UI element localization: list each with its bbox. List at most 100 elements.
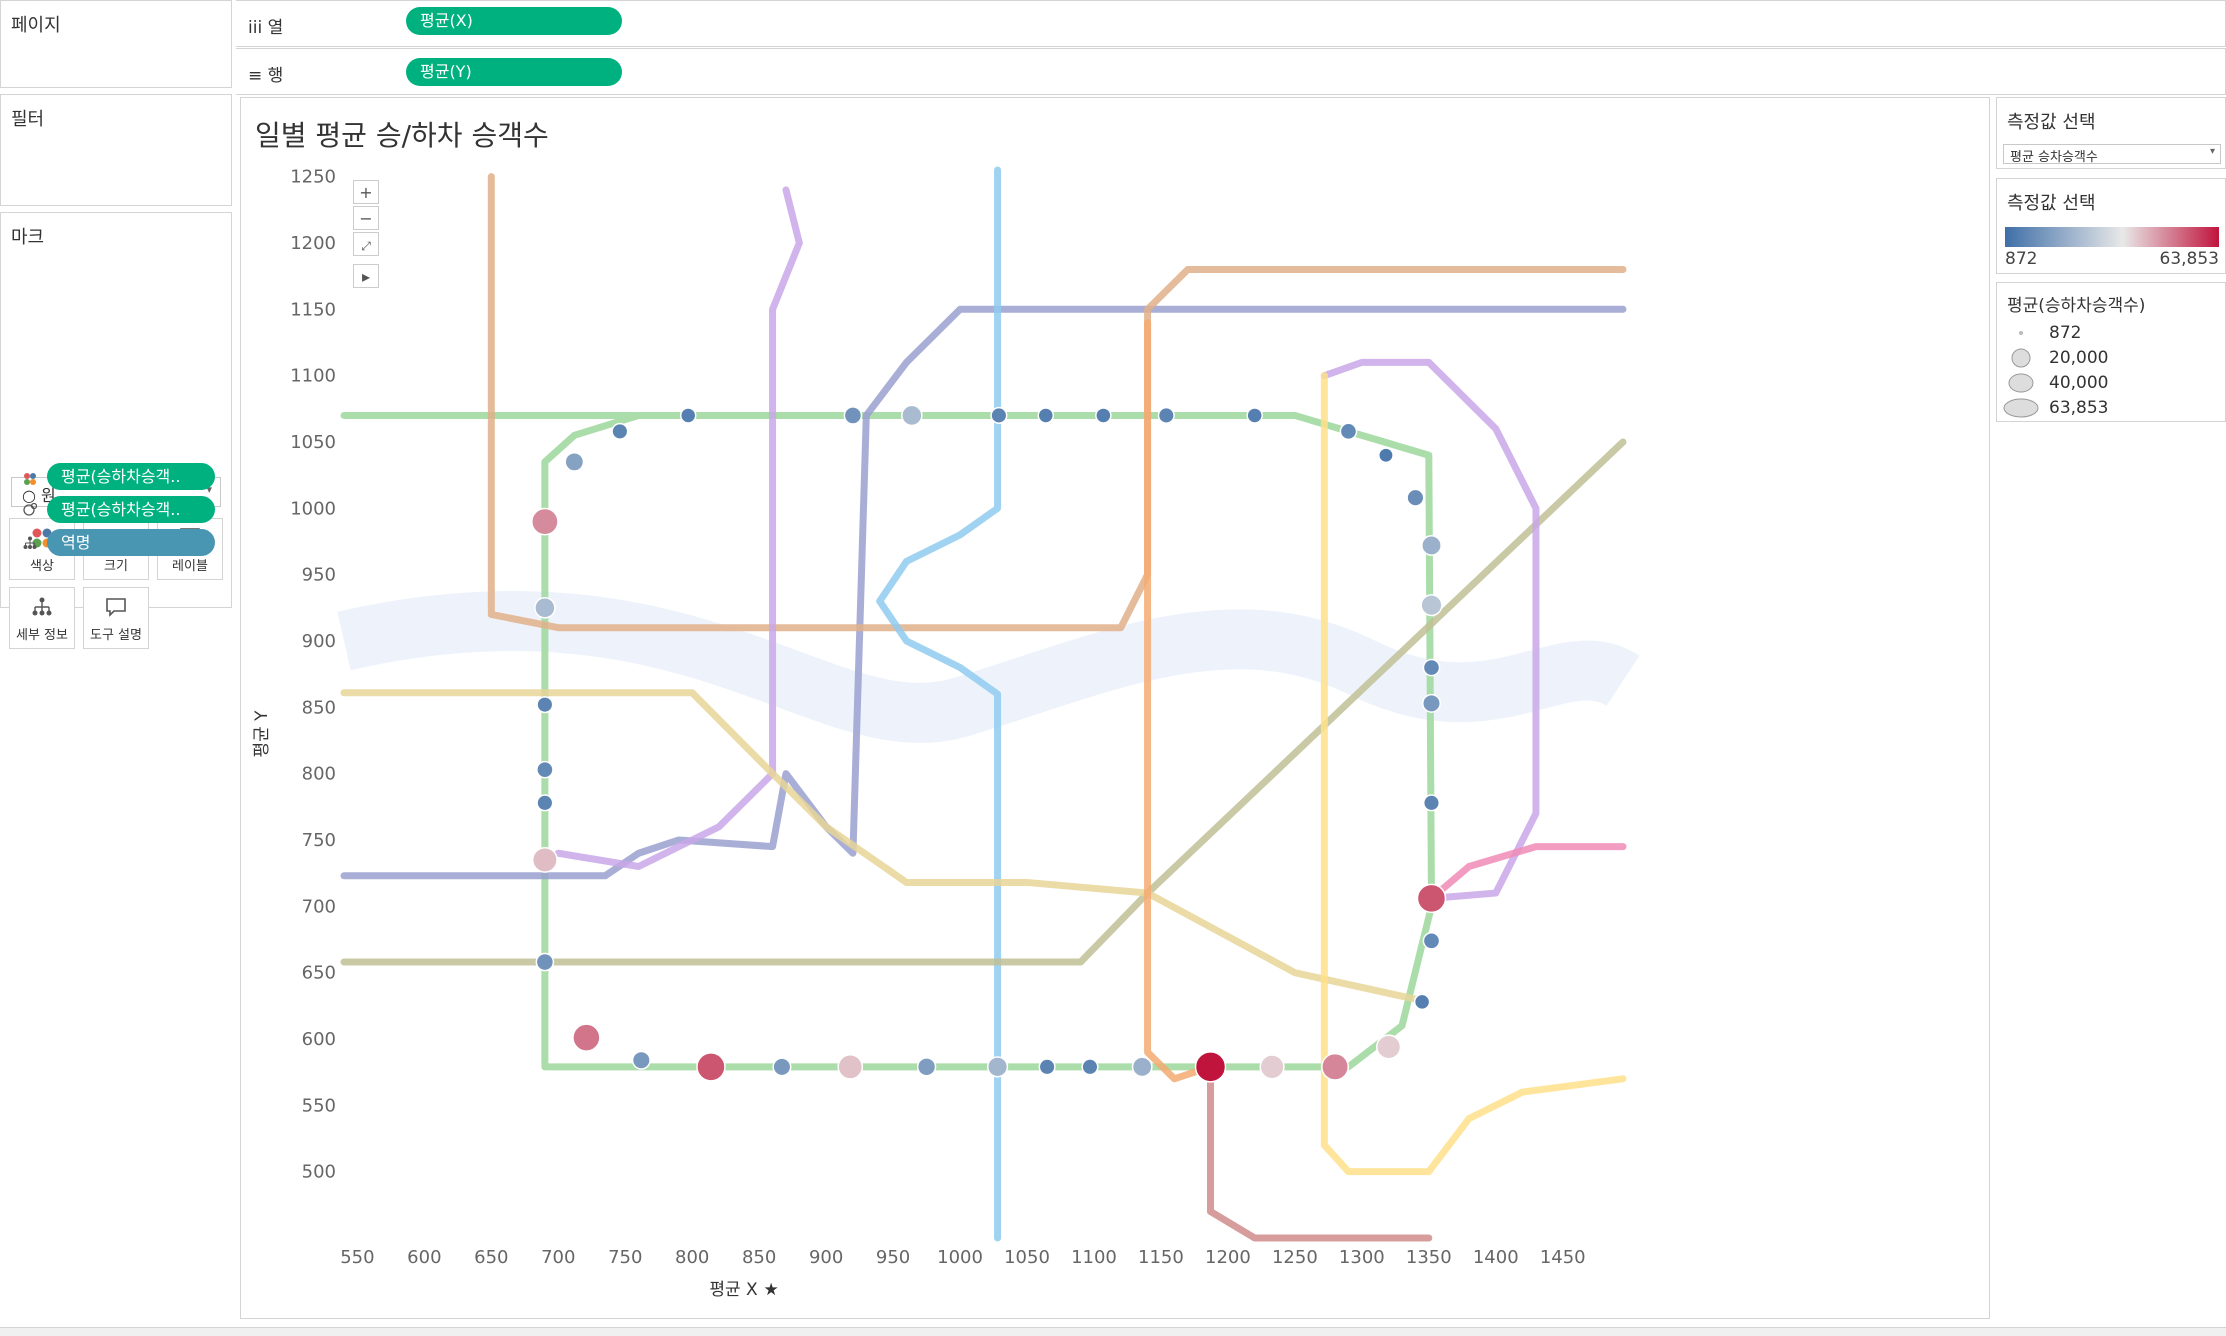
zoom-in-button[interactable]: +: [353, 180, 379, 204]
station-mark[interactable]: [1131, 1056, 1153, 1078]
station-mark[interactable]: [990, 406, 1008, 424]
station-mark[interactable]: [1422, 658, 1441, 677]
y-tick-label: 1150: [290, 299, 336, 320]
color-legend-title: 측정값 선택: [2007, 193, 2096, 214]
size-legend-label-1: 872: [2049, 323, 2082, 343]
size-legend-circle-2: [2011, 348, 2031, 368]
rows-pill[interactable]: 평균(Y): [406, 58, 622, 86]
measure-select-value: 평균 승차승객수: [2010, 150, 2098, 165]
station-mark[interactable]: [1339, 422, 1358, 441]
size-legend-circle-3: [2008, 373, 2034, 393]
columns-pill[interactable]: 평균(X): [406, 7, 622, 35]
station-mark[interactable]: [1194, 1051, 1227, 1083]
station-mark[interactable]: [916, 1057, 937, 1077]
marks-panel: 마크 ○ 원 ▾ 색상 크기 T 레이블 세부 정보 도구 설명: [0, 212, 232, 649]
y-tick-label: 1050: [290, 432, 336, 453]
x-tick-label: 950: [876, 1247, 910, 1268]
station-mark[interactable]: [696, 1052, 726, 1082]
station-mark[interactable]: [1246, 407, 1263, 424]
size-button-label: 크기: [104, 559, 128, 574]
station-mark[interactable]: [1376, 1034, 1402, 1060]
line-8-route: [1427, 843, 1627, 902]
detail-button[interactable]: 세부 정보: [9, 587, 75, 649]
label-button-label: 레이블: [172, 559, 208, 574]
x-tick-label: 550: [340, 1247, 374, 1268]
y-tick-label: 850: [302, 697, 336, 718]
station-mark[interactable]: [536, 696, 554, 714]
line-3-route: [1144, 319, 1215, 1083]
station-mark[interactable]: [1259, 1054, 1285, 1080]
size-legend-label-3: 40,000: [2049, 373, 2109, 393]
columns-shelf[interactable]: iii 열 평균(X): [236, 0, 2226, 47]
station-mark[interactable]: [1378, 447, 1394, 464]
station-mark[interactable]: [1422, 932, 1441, 950]
station-mark[interactable]: [531, 846, 558, 873]
viz-title: 일별 평균 승/하차 승객수: [255, 119, 549, 152]
x-tick-label: 850: [742, 1247, 776, 1268]
station-mark[interactable]: [1421, 693, 1441, 713]
station-mark[interactable]: [1420, 594, 1443, 617]
station-mark[interactable]: [1095, 407, 1112, 424]
columns-label: iii 열: [248, 18, 284, 38]
station-mark[interactable]: [1321, 1052, 1350, 1081]
station-mark[interactable]: [534, 597, 556, 619]
station-mark[interactable]: [1038, 1058, 1056, 1076]
line-5b-route: [1320, 358, 1540, 902]
pages-panel: 페이지: [0, 0, 232, 88]
zoom-out-button[interactable]: −: [353, 206, 379, 230]
color-legend-min: 872: [2005, 249, 2038, 269]
x-tick-label: 650: [474, 1247, 508, 1268]
status-bar: [0, 1327, 2226, 1336]
line-7-route: [340, 438, 1627, 966]
rows-shelf[interactable]: ≡ 행 평균(Y): [236, 48, 2226, 95]
x-tick-label: 1050: [1004, 1247, 1050, 1268]
tooltip-button-label: 도구 설명: [90, 628, 142, 643]
sinbundang-route: [1207, 1063, 1433, 1242]
station-mark[interactable]: [611, 422, 629, 440]
size-field-pill[interactable]: 평균(승하차승객..: [47, 496, 215, 523]
color-field-pill[interactable]: 평균(승하차승객..: [47, 463, 215, 490]
x-tick-label: 1250: [1272, 1247, 1318, 1268]
station-mark[interactable]: [837, 1054, 864, 1080]
station-mark[interactable]: [679, 407, 697, 424]
station-mark[interactable]: [901, 404, 923, 427]
station-mark[interactable]: [843, 406, 863, 425]
tooltip-button[interactable]: 도구 설명: [83, 587, 149, 649]
pages-title: 페이지: [11, 15, 61, 36]
station-mark[interactable]: [1421, 535, 1442, 556]
y-tick-label: 950: [302, 565, 336, 586]
y-tick-label: 1250: [290, 167, 336, 188]
station-mark[interactable]: [1157, 406, 1175, 424]
measure-select-dropdown[interactable]: 평균 승차승객수 ▾: [2003, 144, 2221, 165]
station-mark[interactable]: [536, 760, 554, 779]
x-axis-title: 평균 X: [709, 1280, 758, 1300]
x-tick-label: 1400: [1473, 1247, 1519, 1268]
station-mark[interactable]: [631, 1050, 651, 1070]
color-button[interactable]: 색상: [9, 518, 75, 580]
pan-button[interactable]: ▸: [353, 264, 379, 288]
station-mark[interactable]: [564, 451, 585, 472]
station-mark[interactable]: [1413, 993, 1431, 1011]
station-mark[interactable]: [1416, 883, 1447, 914]
x-tick-label: 1350: [1406, 1247, 1452, 1268]
y-tick-label: 1000: [290, 498, 336, 519]
chevron-down-icon: ▾: [206, 483, 212, 496]
pin-icon: ★: [764, 1280, 779, 1300]
detail-field-pill[interactable]: 역명: [47, 529, 215, 556]
station-mark[interactable]: [535, 952, 555, 972]
reset-zoom-button[interactable]: ⤢: [353, 232, 379, 256]
marks-title: 마크: [11, 227, 45, 248]
station-mark[interactable]: [1081, 1058, 1099, 1076]
station-mark[interactable]: [772, 1057, 792, 1077]
station-mark[interactable]: [1406, 488, 1425, 507]
station-mark[interactable]: [1422, 794, 1441, 812]
station-mark[interactable]: [531, 507, 559, 536]
size-legend-title: 평균(승하차승객수): [2007, 296, 2146, 316]
filters-panel[interactable]: 필터: [0, 94, 232, 206]
station-mark[interactable]: [1037, 407, 1055, 424]
station-mark[interactable]: [536, 794, 554, 812]
station-mark[interactable]: [986, 1056, 1009, 1078]
station-mark[interactable]: [572, 1023, 601, 1052]
y-tick-label: 650: [302, 963, 336, 984]
